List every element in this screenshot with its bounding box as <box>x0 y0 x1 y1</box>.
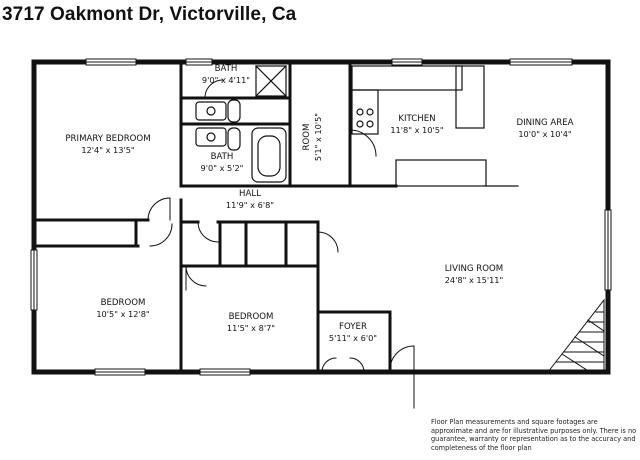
room-name: ROOM <box>302 123 312 151</box>
room-bedroom-left: BEDROOM 10'5" x 12'8" <box>88 298 158 320</box>
room-name: PRIMARY BEDROOM <box>65 134 151 144</box>
room-primary-bedroom: PRIMARY BEDROOM 12'4" x 13'5" <box>58 134 158 156</box>
room-size: 5'1" x 10'5" <box>313 112 323 162</box>
room-size: 12'4" x 13'5" <box>81 145 135 155</box>
room-name: BATH <box>214 64 238 74</box>
room-size: 11'5" x 8'7" <box>226 323 276 333</box>
page-title: 3717 Oakmont Dr, Victorville, Ca <box>2 4 297 25</box>
windows <box>30 58 612 376</box>
room-dining-area: DINING AREA 10'0" x 10'4" <box>508 118 582 140</box>
room-name: FOYER <box>339 322 367 332</box>
room-living-room: LIVING ROOM 24'8" x 15'11" <box>436 264 512 286</box>
disclaimer: Floor Plan measurements and square foota… <box>431 418 637 452</box>
room-size: 11'9" x 6'8" <box>225 200 275 210</box>
room-size: 10'0" x 10'4" <box>518 129 572 139</box>
room-name: BATH <box>210 152 234 162</box>
room-hall: HALL 11'9" x 6'8" <box>222 189 278 211</box>
room-bath-top: BATH 9'0" x 4'11" <box>196 64 256 86</box>
room-name: HALL <box>239 189 261 199</box>
room-size: 9'0" x 5'2" <box>200 163 244 173</box>
room-size: 11'8" x 10'5" <box>390 125 444 135</box>
room-size: 5'11" x 6'0" <box>328 333 378 343</box>
door-swings <box>147 79 415 409</box>
room-small-room: ROOM 5'1" x 10'5" <box>302 104 324 170</box>
room-name: DINING AREA <box>516 118 574 128</box>
room-name: LIVING ROOM <box>444 264 504 274</box>
room-kitchen: KITCHEN 11'8" x 10'5" <box>384 114 450 136</box>
room-name: BEDROOM <box>228 312 274 322</box>
room-foyer: FOYER 5'11" x 6'0" <box>322 322 384 344</box>
room-bath-mid: BATH 9'0" x 5'2" <box>190 152 254 174</box>
room-bedroom-mid: BEDROOM 11'5" x 8'7" <box>216 312 286 334</box>
room-size: 9'0" x 4'11" <box>201 75 251 85</box>
room-size: 10'5" x 12'8" <box>96 309 150 319</box>
room-name: KITCHEN <box>398 114 436 124</box>
room-name: BEDROOM <box>100 298 146 308</box>
room-size: 24'8" x 15'11" <box>444 275 504 285</box>
stairs-hatch <box>546 298 605 373</box>
fixtures <box>195 65 519 187</box>
interior-walls <box>32 60 398 374</box>
